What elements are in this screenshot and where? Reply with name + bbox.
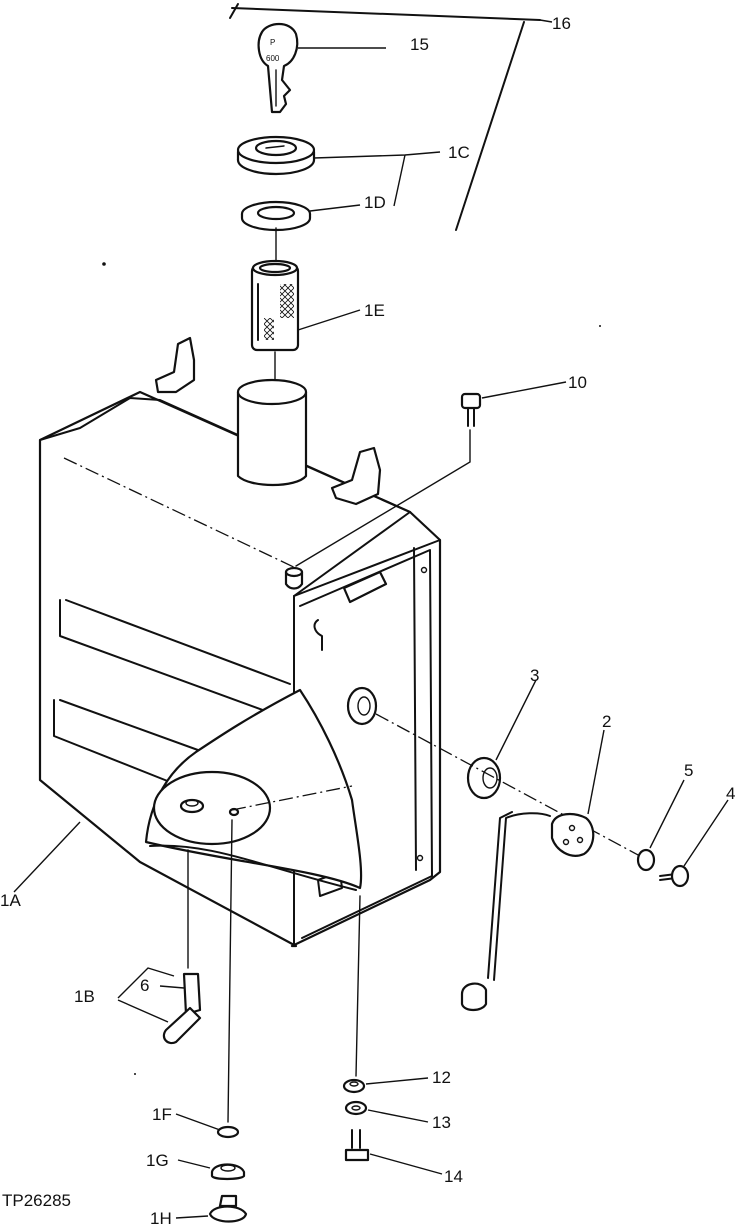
drain-elbow — [117, 849, 202, 1045]
lock-washer-5 — [636, 779, 685, 872]
speck — [134, 1073, 136, 1075]
sender-centerline — [375, 713, 641, 857]
svg-text:600: 600 — [266, 54, 280, 63]
callout-1B: 1B — [74, 987, 95, 1006]
callout-2: 2 — [602, 712, 611, 731]
svg-text:P: P — [270, 38, 275, 47]
callout-16: 16 — [552, 14, 571, 33]
fuel-cap — [236, 135, 441, 176]
cap-screw-10 — [295, 381, 567, 567]
fuel-gauge-sender — [460, 729, 605, 1012]
callout-14: 14 — [444, 1167, 463, 1186]
fuel-tank — [13, 336, 442, 948]
callout-1C: 1C — [448, 143, 470, 162]
callout-4: 4 — [726, 784, 735, 803]
key: P 600 — [257, 22, 386, 114]
callout-1F: 1F — [152, 1105, 172, 1124]
callout-1H: 1H — [150, 1209, 172, 1228]
callout-1D: 1D — [364, 193, 386, 212]
mounting-hardware — [342, 895, 443, 1175]
cap-gasket — [240, 154, 406, 263]
sender-gasket — [466, 679, 537, 800]
callout-12: 12 — [432, 1068, 451, 1087]
callout-3: 3 — [530, 666, 539, 685]
speck — [599, 325, 601, 327]
key-kit-bracket — [229, 3, 553, 231]
callout-15: 15 — [410, 35, 429, 54]
callout-1G: 1G — [146, 1151, 169, 1170]
callout-5: 5 — [684, 761, 693, 780]
fuel-strainer — [250, 259, 361, 383]
callout-13: 13 — [432, 1113, 451, 1132]
callout-6: 6 — [140, 976, 149, 995]
drain-plug-assembly — [175, 819, 248, 1223]
figure-id: TP26285 — [2, 1191, 71, 1210]
callout-1E: 1E — [364, 301, 385, 320]
screw-4 — [659, 799, 729, 888]
speck — [102, 262, 106, 266]
callout-1A: 1A — [0, 891, 21, 910]
callout-10: 10 — [568, 373, 587, 392]
